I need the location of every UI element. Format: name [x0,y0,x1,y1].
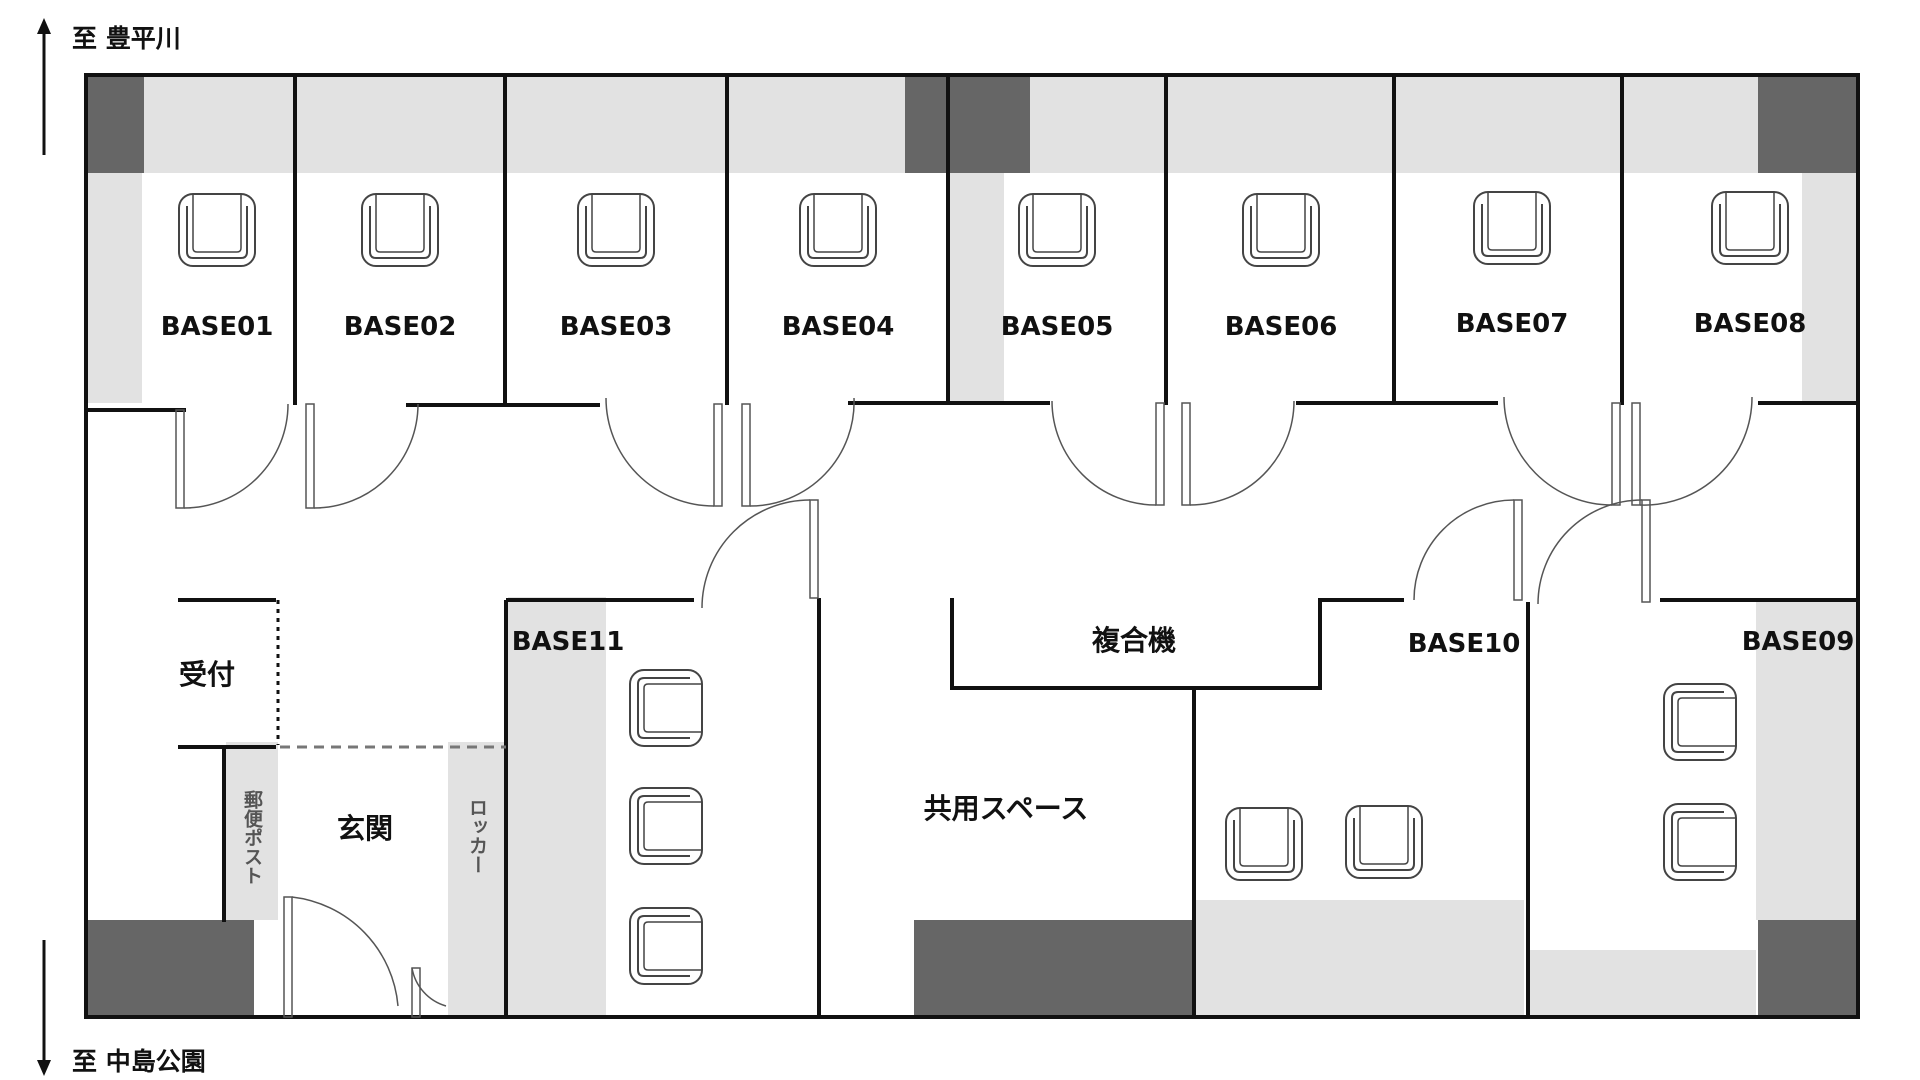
locker-label: ロッカー [466,798,488,874]
room-label-base03: BASE03 [560,312,673,342]
zones [86,75,1858,1017]
arrow-down-icon [37,940,51,1076]
reception-label: 受付 [179,658,235,691]
room-label-base06: BASE06 [1225,312,1338,342]
arrow-up-icon [37,18,51,155]
room-label-base10: BASE10 [1408,629,1521,659]
south-direction-label: 至 中島公園 [72,1047,206,1076]
columns [86,75,1858,1017]
room-label-base02: BASE02 [344,312,457,342]
entrance-label: 玄関 [337,812,393,845]
room-label-base07: BASE07 [1456,309,1569,339]
dashed-lines [276,600,506,749]
room-label-base04: BASE04 [782,312,895,342]
room-label-base01: BASE01 [161,312,274,342]
shared-space-label: 共用スペース [924,792,1089,825]
room-label-base11: BASE11 [512,627,625,657]
walls [84,73,1860,1019]
copier-label: 複合機 [1092,624,1176,657]
room-label-base08: BASE08 [1694,309,1807,339]
north-direction-label: 至 豊平川 [72,24,181,53]
labels: 至 豊平川 至 中島公園 BASE01 BASE02 BASE03 BASE04… [72,24,1854,1076]
room-label-base05: BASE05 [1001,312,1114,342]
door-swing-icon [175,396,1753,1018]
mailbox-label: 郵便ポスト [241,790,263,885]
room-label-base09: BASE09 [1742,627,1855,657]
